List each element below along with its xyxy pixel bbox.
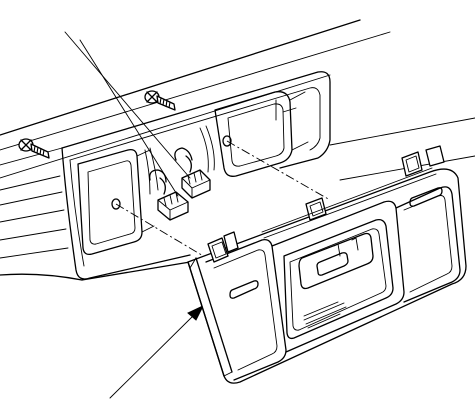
switch-panel [187, 145, 467, 384]
center-button [316, 252, 349, 276]
center-display-window [298, 232, 374, 290]
screw-right [144, 90, 176, 111]
connector-lower [149, 169, 189, 221]
panel-section-center [271, 197, 405, 353]
mount-hole-right [222, 135, 232, 147]
panel-callout [109, 304, 205, 399]
alignment-lines [115, 140, 331, 261]
panel-section-right [395, 145, 461, 303]
screw-callout [64, 31, 191, 197]
mount-hole-left [111, 198, 121, 210]
dash-recess [61, 71, 331, 280]
right-switch-slot [409, 187, 443, 207]
connector-upper [174, 147, 211, 199]
panel-section-left [205, 231, 287, 381]
screw-left [18, 138, 50, 159]
left-switch-slot [229, 280, 259, 299]
